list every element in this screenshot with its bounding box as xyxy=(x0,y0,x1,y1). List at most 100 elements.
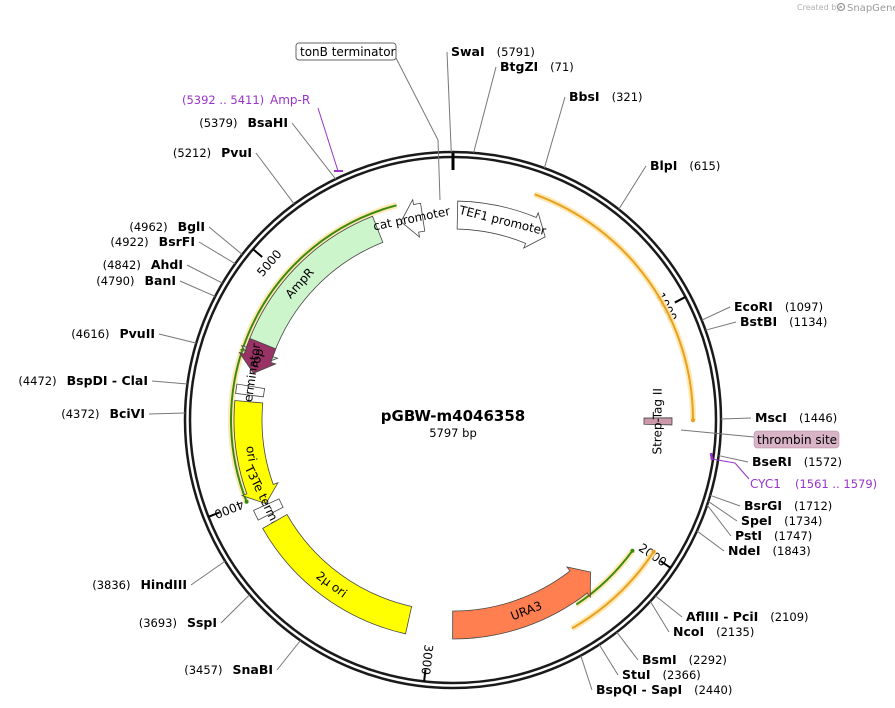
site-bcivi[interactable]: BciVI(4372) xyxy=(61,406,186,421)
site-bsmi[interactable]: BsmI(2292) xyxy=(616,631,727,667)
feature-t7te[interactable] xyxy=(235,383,266,398)
site-bspdi[interactable]: BspDI - ClaI(4472) xyxy=(18,373,188,388)
site-spei-name: SpeI xyxy=(741,513,772,528)
site-leader xyxy=(655,595,683,618)
tonb-callout[interactable]: tonB terminator xyxy=(295,42,441,201)
site-bsrgi-pos: (1712) xyxy=(794,499,832,513)
feature-ori[interactable] xyxy=(233,400,279,505)
site-bbsi-pos: (321) xyxy=(612,90,643,104)
site-ecori[interactable]: EcoRI(1097) xyxy=(701,299,823,321)
site-afliii[interactable]: AflIII - PciI(2109) xyxy=(655,595,809,624)
site-swai[interactable]: SwaI(5791) xyxy=(446,44,535,153)
feature-t3te[interactable] xyxy=(253,498,284,521)
site-bspqi[interactable]: BspQI - SapI(2440) xyxy=(580,655,733,697)
site-psti-name: PstI xyxy=(735,528,762,543)
site-leader xyxy=(708,500,738,522)
site-leader xyxy=(543,96,566,169)
site-bani-pos: (4790) xyxy=(96,274,134,288)
site-hindiii-pos: (3836) xyxy=(92,578,130,592)
site-leader xyxy=(255,152,295,205)
feature-ura3[interactable] xyxy=(452,566,591,640)
site-layer: SwaI(5791)BtgZI(71)BbsI(321)BlpI(615) Eco… xyxy=(18,44,842,697)
site-stui[interactable]: StuI(2366) xyxy=(598,644,701,682)
cyc1-label: CYC1 xyxy=(750,477,781,491)
site-stui-name: StuI xyxy=(622,667,651,682)
tick-mark xyxy=(674,296,686,304)
amp-r-range: (5392 .. 5411) xyxy=(182,93,264,107)
site-leader xyxy=(446,51,452,153)
site-bbsi[interactable]: BbsI(321) xyxy=(543,89,643,169)
feature-tef1[interactable] xyxy=(456,200,546,249)
site-pvuii[interactable]: PvuII(4616) xyxy=(71,326,197,344)
site-bseri[interactable]: BseRI(1572) xyxy=(718,454,842,469)
site-pvui-pos: (5212) xyxy=(173,146,211,160)
feature-cat-promoter[interactable] xyxy=(400,198,426,239)
site-ncoi[interactable]: NcoI(2135) xyxy=(649,601,754,639)
feature-ampr[interactable] xyxy=(240,215,384,368)
site-bgli[interactable]: BglI(4962) xyxy=(129,219,243,255)
site-bcivi-pos: (4372) xyxy=(61,407,99,421)
site-leader xyxy=(198,241,236,265)
feature-rop[interactable] xyxy=(238,337,277,374)
plasmid-length: 5797 bp xyxy=(429,426,477,440)
cyc1-callout[interactable]: CYC1 (1561 .. 1579) xyxy=(709,452,877,491)
site-bsrfi[interactable]: BsrFI(4922) xyxy=(110,234,236,265)
site-afliii-pos: (2109) xyxy=(770,610,808,624)
site-leader xyxy=(151,380,188,385)
site-blpi[interactable]: BlpI(615) xyxy=(618,158,721,210)
site-bsahi[interactable]: BsaHI(5379) xyxy=(199,115,337,180)
tick-mark xyxy=(423,669,427,682)
feature-rop-label: rop xyxy=(247,347,266,370)
site-pvuii-name: PvuII xyxy=(119,326,155,341)
site-leader xyxy=(291,122,337,180)
site-psti[interactable]: PstI(1747) xyxy=(706,504,812,543)
site-ahdi-name: AhdI xyxy=(151,257,183,272)
site-sspi[interactable]: SspI(3693) xyxy=(139,594,251,630)
site-leader xyxy=(580,655,593,691)
amp-r-callout[interactable]: (5392 .. 5411) Amp-R xyxy=(182,93,343,172)
site-sspi-name: SspI xyxy=(187,615,217,630)
site-bseri-name: BseRI xyxy=(752,454,792,469)
site-snabi-pos: (3457) xyxy=(184,663,222,677)
tick-mark xyxy=(252,248,263,258)
amp-r-label: Amp-R xyxy=(270,93,310,107)
orf-tip xyxy=(630,548,635,553)
site-blpi-name: BlpI xyxy=(650,158,677,173)
tonb-label: tonB terminator xyxy=(300,45,396,59)
orf-tip xyxy=(690,418,695,423)
site-btgzi[interactable]: BtgZI(71) xyxy=(473,59,574,153)
site-leader xyxy=(598,644,619,676)
site-bsrgi[interactable]: BsrGI(1712) xyxy=(710,494,832,513)
site-bgli-name: BglI xyxy=(178,219,205,234)
tick-mark xyxy=(208,511,220,518)
site-ndei[interactable]: NdeI(1843) xyxy=(696,530,811,558)
backbone-outer-ring xyxy=(183,150,723,690)
site-leader xyxy=(179,280,216,297)
site-leader xyxy=(705,321,737,331)
snapgene-brand: SnapGene xyxy=(847,3,895,14)
site-bsmi-name: BsmI xyxy=(642,652,677,667)
orf-tip xyxy=(651,549,656,554)
site-hindiii[interactable]: HindIII (3836) xyxy=(92,560,226,592)
site-ahdi[interactable]: AhdI(4842) xyxy=(103,257,223,284)
site-btgzi-pos: (71) xyxy=(550,60,574,74)
orf-layer xyxy=(228,191,697,632)
site-bani[interactable]: BanI(4790) xyxy=(96,273,216,297)
feature-strep-tag[interactable] xyxy=(643,417,673,426)
site-snabi[interactable]: SnaBI(3457) xyxy=(184,640,301,677)
plasmid-name: pGBW-m4046358 xyxy=(381,407,525,425)
site-leader xyxy=(701,306,731,321)
site-pvui[interactable]: PvuI(5212) xyxy=(173,145,295,205)
site-bsahi-name: BsaHI xyxy=(247,115,288,130)
thrombin-callout[interactable]: thrombin site xyxy=(680,429,840,449)
feature-two-micron[interactable] xyxy=(262,513,413,635)
site-spei[interactable]: SpeI(1734) xyxy=(708,500,822,528)
site-bspqi-name: BspQI - SapI xyxy=(596,682,682,697)
site-bstbi-name: BstBI xyxy=(740,314,777,329)
site-bstbi[interactable]: BstBI(1134) xyxy=(705,314,828,331)
site-leader xyxy=(616,631,639,661)
site-msci[interactable]: MscI(1446) xyxy=(720,410,837,425)
site-hindiii-name: HindIII xyxy=(140,577,187,592)
site-leader xyxy=(473,66,497,153)
